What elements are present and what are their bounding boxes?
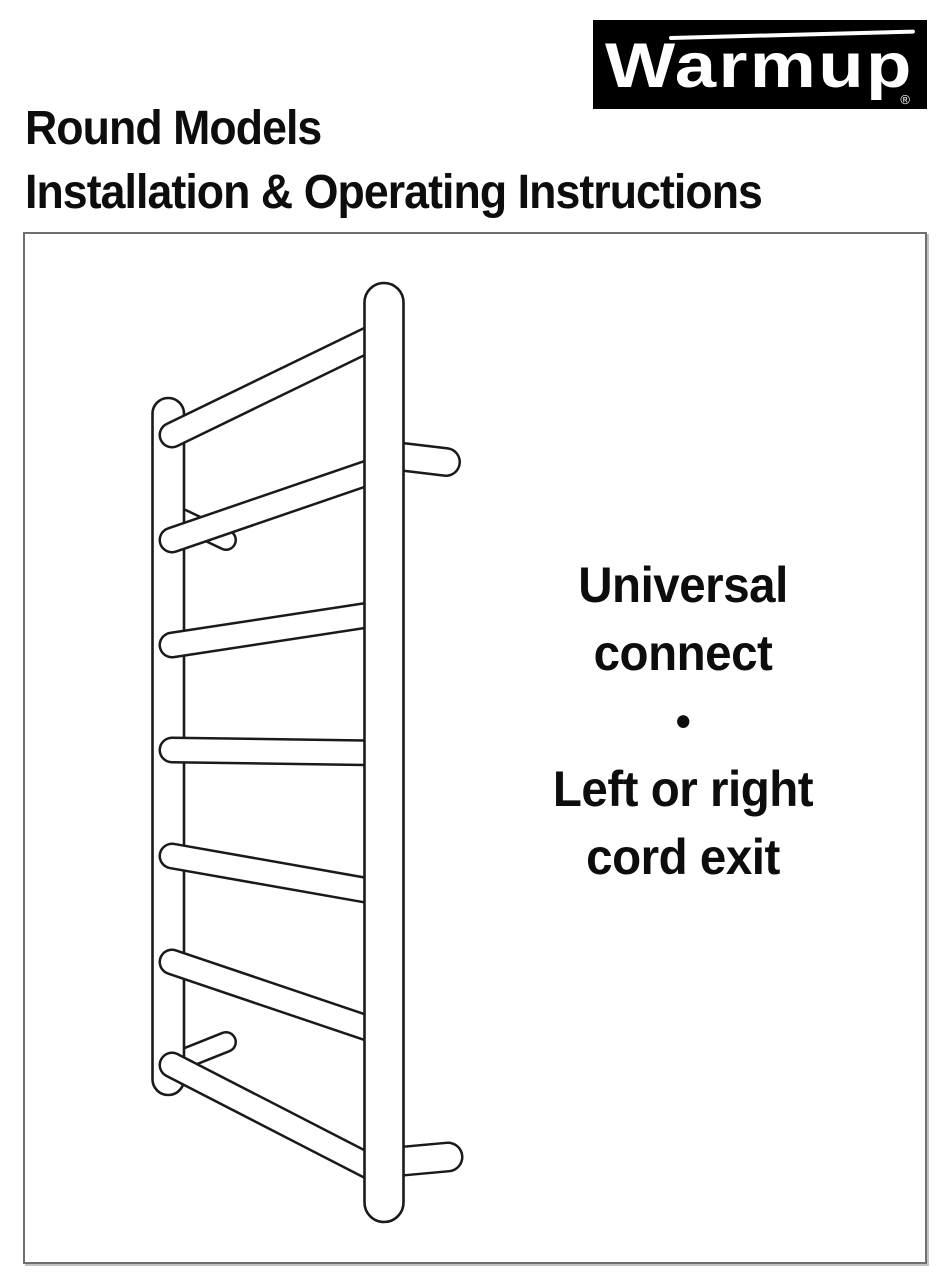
title-line-2: Installation & Operating Instructions <box>25 166 763 219</box>
feature-line-cord-exit: cord exit <box>586 829 780 885</box>
warmup-logo-text: Warmup <box>605 31 914 101</box>
towel-bar-2 <box>158 454 396 554</box>
towel-bar-1 <box>158 319 396 449</box>
feature-line-universal: Universal <box>578 557 788 613</box>
towel-bar-6 <box>158 948 396 1047</box>
registered-trademark-symbol: ® <box>900 92 910 107</box>
wall-bracket-lower-left <box>175 1031 237 1069</box>
feature-text-block: Universal connect ● Left or right cord e… <box>505 551 860 891</box>
title-line-1: Round Models <box>25 102 322 155</box>
feature-line-connect: connect <box>593 625 773 681</box>
feature-line-left-or-right: Left or right <box>552 761 814 817</box>
towel-bar-5 <box>158 842 396 907</box>
wall-bracket-upper-right <box>389 442 461 477</box>
warmup-logo: Warmup ® <box>593 20 927 109</box>
towel-bar-3 <box>158 599 396 659</box>
wall-bracket-lower-right <box>388 1141 464 1177</box>
towel-bar-7 <box>158 1051 396 1187</box>
towel-bar-4 <box>158 736 396 767</box>
bullet-separator: ● <box>674 704 692 737</box>
document-title: Round Models Installation & Operating In… <box>25 97 763 225</box>
right-rail <box>363 281 405 1224</box>
